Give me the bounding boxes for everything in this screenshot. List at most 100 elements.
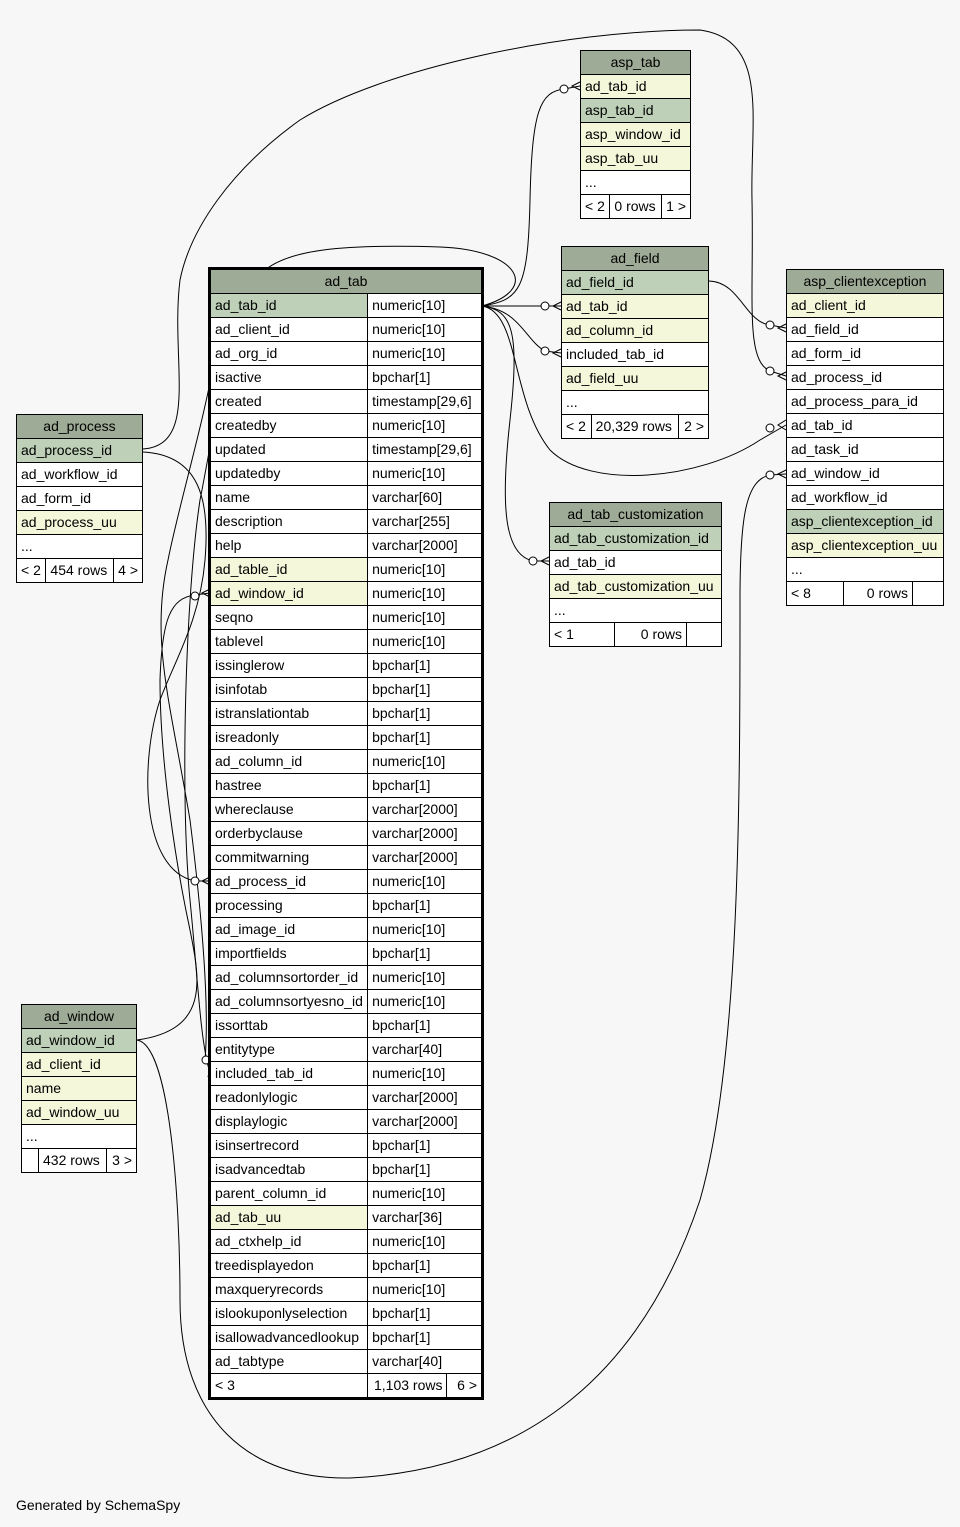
column-row[interactable]: ad_process_para_id	[786, 389, 944, 414]
column-row[interactable]: ad_task_id	[786, 437, 944, 462]
column-name[interactable]: istranslationtab	[209, 701, 369, 726]
children-link[interactable]: 4 >	[112, 558, 144, 583]
column-name[interactable]: description	[209, 509, 369, 534]
column-name[interactable]: orderbyclause	[209, 821, 369, 846]
ad-tab-customization-table[interactable]: ad_tab_customization ad_tab_customizatio…	[549, 502, 722, 647]
children-link[interactable]: 6 >	[446, 1373, 482, 1398]
column-name[interactable]: issorttab	[209, 1013, 369, 1038]
column-name[interactable]: isreadonly	[209, 725, 369, 750]
column-name[interactable]: ad_tab_id	[209, 293, 369, 318]
column-name[interactable]: whereclause	[209, 797, 369, 822]
column-row[interactable]: included_tab_id	[561, 342, 709, 367]
column-name[interactable]: ad_column_id	[209, 749, 369, 774]
column-row[interactable]: ad_window_id	[786, 461, 944, 486]
table-title[interactable]: asp_clientexception	[786, 269, 944, 294]
column-name[interactable]: maxqueryrecords	[209, 1277, 369, 1302]
children-link[interactable]: 2 >	[678, 414, 709, 439]
column-row[interactable]: asp_window_id	[580, 122, 691, 147]
column-name[interactable]: createdby	[209, 413, 369, 438]
column-name[interactable]: hastree	[209, 773, 369, 798]
column-name[interactable]: ad_client_id	[209, 317, 369, 342]
column-name[interactable]: ad_process_id	[209, 869, 369, 894]
column-name[interactable]: treedisplayedon	[209, 1253, 369, 1278]
table-title[interactable]: ad_process	[16, 414, 143, 439]
table-title[interactable]: ad_field	[561, 246, 709, 271]
column-name[interactable]: help	[209, 533, 369, 558]
parents-link[interactable]	[21, 1148, 39, 1173]
column-name[interactable]: ad_tabtype	[209, 1349, 369, 1374]
parents-link[interactable]: < 1	[549, 622, 615, 647]
column-row[interactable]: ad_workflow_id	[786, 485, 944, 510]
column-name[interactable]: ad_ctxhelp_id	[209, 1229, 369, 1254]
column-name[interactable]: ad_image_id	[209, 917, 369, 942]
column-row[interactable]: ad_tab_customization_id	[549, 526, 722, 551]
column-name[interactable]: importfields	[209, 941, 369, 966]
parents-link[interactable]: < 8	[786, 581, 844, 606]
column-name[interactable]: ad_org_id	[209, 341, 369, 366]
column-name[interactable]: tablevel	[209, 629, 369, 654]
column-row[interactable]: ad_workflow_id	[16, 462, 143, 487]
column-name[interactable]: name	[209, 485, 369, 510]
table-title[interactable]: asp_tab	[580, 50, 691, 75]
column-name[interactable]: issinglerow	[209, 653, 369, 678]
column-row[interactable]: name	[21, 1076, 137, 1101]
column-name[interactable]: isallowadvancedlookup	[209, 1325, 369, 1350]
column-row[interactable]: ad_process_uu	[16, 510, 143, 535]
children-link[interactable]	[686, 622, 722, 647]
column-name[interactable]: isadvancedtab	[209, 1157, 369, 1182]
column-name[interactable]: ad_window_id	[209, 581, 369, 606]
column-name[interactable]: isactive	[209, 365, 369, 390]
column-row[interactable]: asp_clientexception_uu	[786, 533, 944, 558]
column-name[interactable]: seqno	[209, 605, 369, 630]
ad-window-table[interactable]: ad_window ad_window_id ad_client_id name…	[21, 1004, 137, 1173]
column-row[interactable]: ad_field_id	[561, 270, 709, 295]
column-row[interactable]: ad_process_id	[16, 438, 143, 463]
column-name[interactable]: included_tab_id	[209, 1061, 369, 1086]
column-name[interactable]: processing	[209, 893, 369, 918]
column-row[interactable]: ad_tab_id	[561, 294, 709, 319]
column-name[interactable]: readonlylogic	[209, 1085, 369, 1110]
column-name[interactable]: created	[209, 389, 369, 414]
column-name[interactable]: islookuponlyselection	[209, 1301, 369, 1326]
column-row[interactable]: ad_field_uu	[561, 366, 709, 391]
table-title[interactable]: ad_window	[21, 1004, 137, 1029]
asp-tab-table[interactable]: asp_tab ad_tab_id asp_tab_id asp_window_…	[579, 50, 692, 219]
column-row[interactable]: ad_tab_id	[549, 550, 722, 575]
asp-clientexception-table[interactable]: asp_clientexception ad_client_id ad_fiel…	[786, 269, 944, 606]
parents-link[interactable]: < 3	[209, 1373, 369, 1398]
column-row[interactable]: ad_window_id	[21, 1028, 137, 1053]
column-name[interactable]: ad_table_id	[209, 557, 369, 582]
